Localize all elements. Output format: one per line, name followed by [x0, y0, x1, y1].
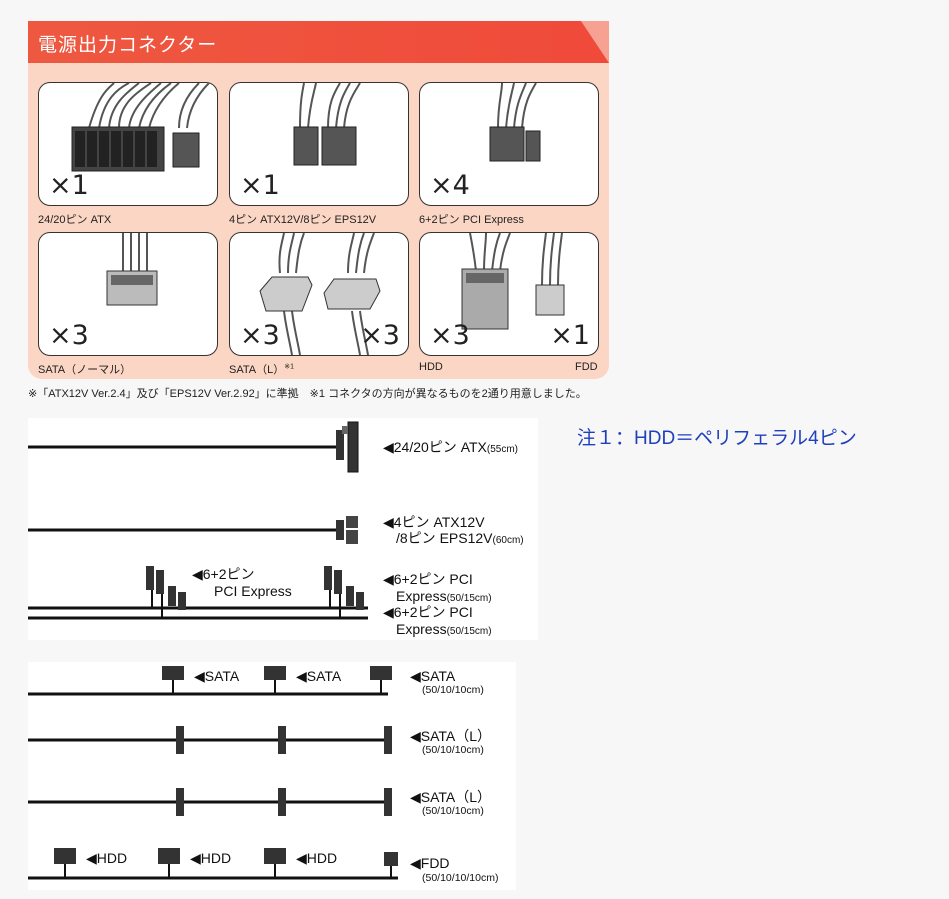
cable-eps-line1: ◀4ピン ATX12V: [383, 514, 485, 530]
cable-pcie-mid-line2: PCI Express: [214, 583, 292, 599]
cable-hdd-3: ◀HDD: [296, 850, 338, 866]
cable-pcie2-line2: Express(50/15cm): [396, 621, 492, 640]
cable-pcie2-length: (50/15cm): [446, 626, 492, 637]
sata-l-connector-icon: [259, 233, 381, 355]
cable-drawing-peripheral: [28, 666, 398, 880]
qty-fdd: ×1: [550, 320, 590, 351]
cable-pcie-mid-line1: ◀6+2ピン: [192, 566, 255, 582]
cable-pcie2-line2-text: Express: [396, 621, 447, 637]
label-hdd: HDD: [419, 361, 443, 373]
cable-satal1-label: ◀SATA（L）: [410, 728, 492, 744]
cable-pcie1-line2-text: Express: [396, 588, 447, 604]
cable-atx-text: ◀24/20ピン ATX: [383, 439, 487, 455]
cable-eps-line2: /8ピン EPS12V(60cm): [396, 530, 524, 549]
eps-connector-icon: [293, 83, 361, 166]
cable-atx-length: (55cm): [486, 444, 519, 455]
hdd-fdd-connector-icon: [461, 233, 565, 330]
cable-satal1-length: (50/10/10cm): [422, 744, 484, 756]
cable-sata-length: (50/10/10cm): [422, 684, 484, 696]
cable-atx-label: ◀24/20ピン ATX(55cm): [383, 439, 518, 458]
cable-pcie2-line1: ◀6+2ピン PCI: [383, 604, 473, 620]
cable-eps-length: (60cm): [492, 535, 524, 546]
cable-pcie1-line1: ◀6+2ピン PCI: [383, 571, 473, 587]
qty-sata: ×3: [49, 320, 89, 351]
section-title: 電源出力コネクター: [38, 35, 218, 56]
card-eps: ×1: [229, 82, 409, 206]
label-fdd: FDD: [575, 361, 598, 373]
qty-pcie: ×4: [430, 170, 470, 201]
cable-satal2-label: ◀SATA（L）: [410, 789, 492, 805]
qty-eps: ×1: [240, 170, 280, 201]
cable-drawing-main: [28, 421, 368, 620]
label-eps: 4ピン ATX12V/8ピン EPS12V: [229, 214, 377, 226]
sata-connector-icon: [106, 233, 158, 306]
qty-atx: ×1: [49, 170, 89, 201]
cable-sata-mid-2: ◀SATA: [296, 668, 342, 684]
cable-pcie1-length: (50/15cm): [446, 593, 492, 604]
title-corner-decoration: [581, 21, 609, 63]
cable-satal2-length: (50/10/10cm): [422, 805, 484, 817]
label-sata-l: SATA（L）※1: [229, 361, 294, 377]
atx-connector-icon: [71, 83, 210, 172]
hdd-note: 注１：HDD＝ペリフェラル4ピン: [577, 428, 857, 449]
card-pcie: ×4: [419, 82, 599, 206]
connector-panel: ×1 24/20ピン ATX ×1 4ピン ATX12V/8ピン EPS12V …: [28, 63, 609, 379]
label-sata-l-note: ※1: [284, 363, 294, 371]
cable-diagram-main: ◀24/20ピン ATX(55cm) ◀4ピン ATX12V /8ピン EPS1…: [28, 418, 538, 640]
card-sata-l: ×3 ×3: [229, 232, 409, 356]
cable-hdd-1: ◀HDD: [86, 850, 128, 866]
cable-diagram-peripheral: ◀SATA ◀SATA ◀SATA (50/10/10cm) ◀SATA（L） …: [28, 662, 516, 890]
card-sata: ×3: [38, 232, 218, 356]
cable-eps-line2-text: /8ピン EPS12V: [396, 530, 493, 546]
cable-fdd-label: ◀FDD: [410, 855, 450, 871]
cable-fdd-length: (50/10/10/10cm): [422, 872, 499, 884]
qty-hdd: ×3: [430, 320, 470, 351]
footnote: ※「ATX12V Ver.2.4」及び「EPS12V Ver.2.92」に準拠 …: [28, 388, 587, 400]
cable-sata-end: ◀SATA: [410, 668, 456, 684]
label-sata-l-text: SATA（L）: [229, 364, 285, 376]
cable-pcie1-line2: Express(50/15cm): [396, 588, 492, 607]
label-atx: 24/20ピン ATX: [38, 214, 112, 226]
card-hdd-fdd: ×3 ×1: [419, 232, 599, 356]
qty-sata-l-b: ×3: [360, 320, 400, 351]
cable-sata-mid-1: ◀SATA: [194, 668, 240, 684]
qty-sata-l-a: ×3: [240, 320, 280, 351]
section-title-bar: 電源出力コネクター: [28, 21, 609, 63]
card-atx: ×1: [38, 82, 218, 206]
pcie-connector-icon: [489, 83, 541, 162]
cable-hdd-2: ◀HDD: [190, 850, 232, 866]
label-pcie: 6+2ピン PCI Express: [419, 214, 524, 226]
label-sata: SATA（ノーマル）: [38, 364, 132, 376]
